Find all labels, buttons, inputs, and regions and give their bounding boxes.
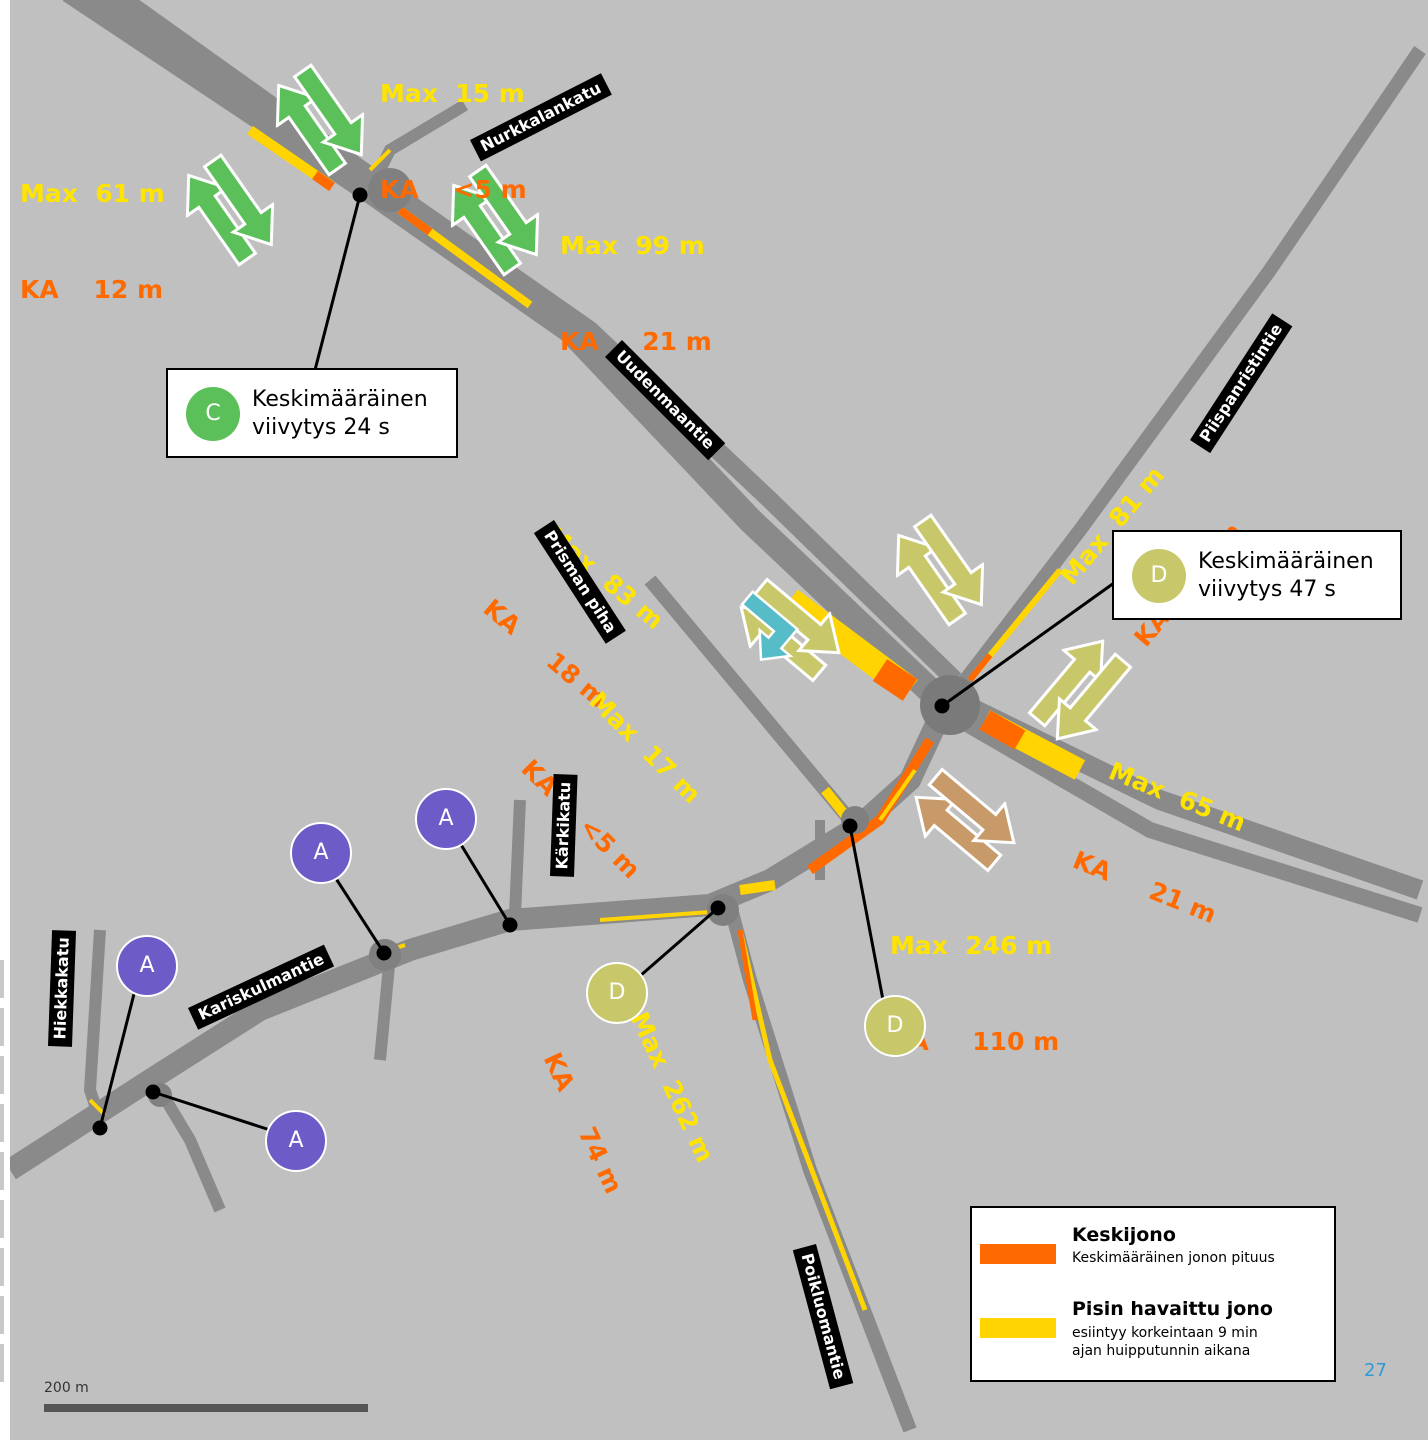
legend-swatch-average [980,1244,1056,1264]
legend-swatch-max [980,1318,1056,1338]
legend-title-average: Keskijono [1072,1224,1176,1246]
edge-mark [0,1152,4,1190]
delay-line-2: viivytys 47 s [1198,577,1336,602]
edge-mark [0,1056,4,1094]
queue-overlays [88,125,1086,1311]
los-marker-karkikatu: A [415,788,477,850]
edge-mark [0,1008,4,1046]
legend-title-max: Pisin havaittu jono [1072,1298,1273,1320]
max-queue-text: Max 246 m [890,931,1053,960]
avg-queue-text: KA <5 m [380,175,527,204]
max-queue-text: Max 65 m [1104,756,1250,838]
los-marker-hiekkakatu: A [116,935,178,997]
delay-line-2: viivytys 24 s [252,415,390,440]
page-number: 27 [1364,1360,1387,1381]
avg-queue-text: KA <5 m [515,753,647,885]
street-label-karkikatu: Kärkikatu [550,774,578,877]
los-marker-hiekkakatu-east: A [265,1110,327,1172]
avg-queue-text: KA 74 m [537,1048,629,1198]
queue-map: Max 15 m KA <5 m Max 61 m KA 12 m Max 99… [10,0,1428,1440]
los-marker-poikluoma: D [586,962,648,1024]
legend-desc-max-1: esiintyy korkeintaan 9 min [1072,1325,1258,1341]
street-label-hiekkakatu: Hiekkakatu [48,929,77,1047]
edge-mark [0,1248,4,1286]
queue-label-piispan-south: Max 246 m KA 110 m [890,866,1059,1122]
delay-box-nurkkala: C Keskimääräinen viivytys 24 s [166,368,458,458]
los-badge-d: D [1132,549,1186,603]
max-queue-text: Max 262 m [624,1007,720,1167]
legend: Keskijono Keskimääräinen jonon pituus Pi… [970,1206,1336,1382]
los-badge-c: C [186,387,240,441]
avg-queue-text: KA 12 m [20,275,164,304]
edge-mark [0,1344,4,1382]
max-queue-text: Max 15 m [380,79,525,108]
edge-mark [0,1104,4,1142]
queue-label-nurkkala-west: Max 61 m KA 12 m [20,114,165,370]
edge-mark [0,1200,4,1238]
max-queue-text: Max 99 m [560,231,705,260]
legend-desc-average: Keskimääräinen jonon pituus [1072,1250,1275,1266]
queue-label-nurkkala-south: Max 15 m KA <5 m [380,14,527,270]
los-marker-kariskulma: A [290,822,352,884]
queue-label-nurkkala-east: Max 99 m KA 21 m [560,166,712,422]
road-network [10,0,1426,1433]
delay-line-1: Keskimääräinen [1198,549,1374,574]
los-marker-prisma: D [864,995,926,1057]
max-queue-text: Max 17 m [583,685,707,809]
leader-lines [92,187,1115,1136]
scale-bar [44,1404,368,1412]
delay-line-1: Keskimääräinen [252,387,428,412]
delay-box-piispan: D Keskimääräinen viivytys 47 s [1112,530,1402,620]
edge-mark [0,1296,4,1334]
edge-mark [0,960,4,998]
legend-desc-max-2: ajan huipputunnin aikana [1072,1343,1251,1359]
avg-queue-text: KA 21 m [560,327,712,356]
scale-label: 200 m [44,1380,89,1396]
max-queue-text: Max 61 m [20,179,165,208]
avg-queue-text: KA 21 m [1068,845,1221,930]
